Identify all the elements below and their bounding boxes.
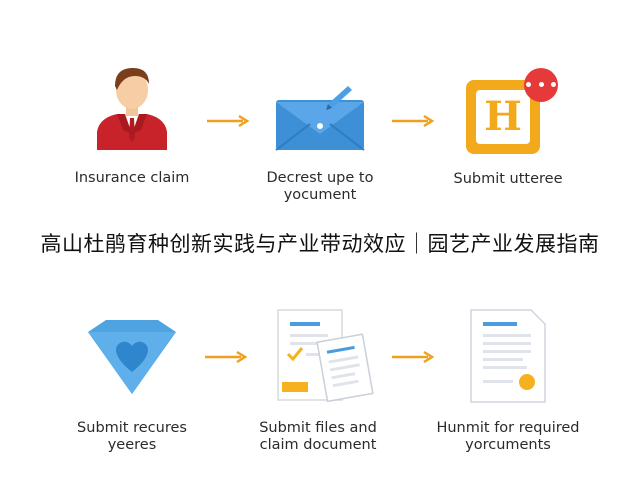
form-document-icon (463, 308, 553, 408)
step-label: Submit utteree (453, 171, 563, 187)
step-decrest-upe: Decrest upe to yocument (230, 80, 410, 220)
step-insurance-claim: Insurance claim (42, 60, 222, 200)
arrow-right-icon (392, 350, 435, 364)
step-label: Submit files and claim document (259, 420, 377, 453)
envelope-icon (270, 80, 370, 156)
banner-title: 高山杜鹃育种创新实践与产业带动效应｜园艺产业发展指南 (40, 232, 600, 256)
documents-icon (260, 308, 376, 408)
arrow-right-icon (207, 114, 250, 128)
badge-letter: H (484, 93, 522, 140)
h-badge-icon: H (458, 68, 558, 158)
step-submit-utteree: H Submit utteree (418, 68, 598, 208)
step-label: Hunmit for required yorcuments (436, 420, 580, 453)
step-hunmit-required: Hunmit for required yorcuments (418, 308, 598, 468)
step-label: Submit recures yeeres (77, 420, 187, 453)
step-submit-recures: Submit recures yeeres (42, 318, 222, 468)
heart-diamond-icon (84, 318, 180, 402)
notification-dots-icon (524, 68, 558, 102)
step-submit-files: Submit files and claim document (228, 308, 408, 468)
arrow-right-icon (392, 114, 435, 128)
arrow-right-icon (205, 350, 248, 364)
person-icon (87, 60, 177, 154)
step-label: Decrest upe to yocument (266, 170, 374, 203)
step-label: Insurance claim (74, 170, 190, 186)
